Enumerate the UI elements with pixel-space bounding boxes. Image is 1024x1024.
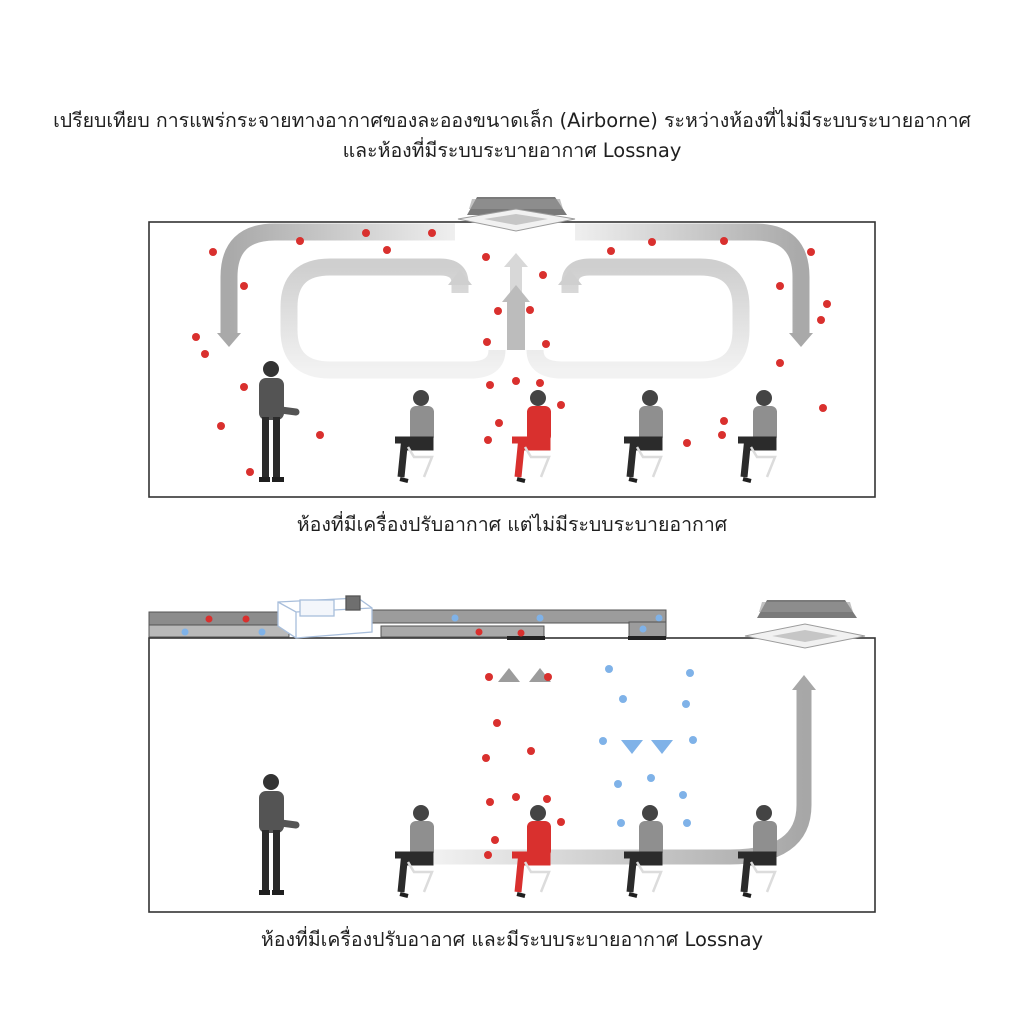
standing-person — [259, 361, 300, 482]
seated-person-infected — [512, 805, 551, 898]
airflow-arrows — [434, 660, 812, 865]
seated-person-infected — [512, 390, 551, 483]
caption-lossnay: ห้องที่มีเครื่องปรับอาอาศ และมีระบบระบาย… — [260, 928, 764, 951]
page-title: เปรียบเทียบ การแพร่กระจายทางอากาศของละออ… — [0, 106, 1024, 166]
seated-person-4 — [738, 805, 777, 898]
airflow-arrows — [220, 223, 810, 379]
ceiling-ac-unit — [744, 600, 866, 649]
title-line-1: เปรียบเทียบ การแพร่กระจายทางอากาศของละออ… — [53, 109, 971, 132]
ventilation-ducts — [148, 609, 667, 640]
infected-droplets — [205, 615, 565, 859]
caption-no-ventilation: ห้องที่มีเครื่องปรับอากาศ แต่ไม่มีระบบระ… — [296, 513, 728, 536]
seated-person-3 — [624, 390, 663, 483]
scene-lossnay — [148, 595, 876, 913]
standing-person — [259, 774, 300, 895]
scene-no-ventilation — [148, 197, 876, 498]
seated-person-1 — [395, 390, 434, 483]
arrow-heads — [498, 668, 816, 754]
infected-droplets — [192, 229, 831, 476]
seated-person-3 — [624, 805, 663, 898]
ceiling-ac-unit — [457, 197, 576, 232]
seated-person-4 — [738, 390, 777, 483]
seated-person-1 — [395, 805, 434, 898]
arrow-heads — [217, 253, 813, 347]
fresh-air-droplets — [181, 614, 697, 827]
lossnay-unit — [277, 595, 373, 639]
title-line-2: และห้องที่มีระบบระบายอากาศ Lossnay — [342, 139, 682, 162]
